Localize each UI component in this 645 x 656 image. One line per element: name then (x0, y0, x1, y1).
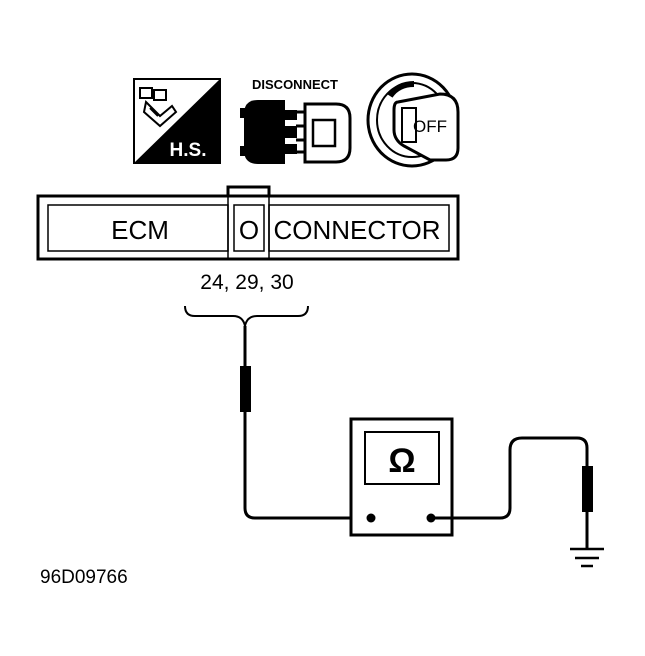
probe-lead-left (240, 326, 370, 520)
ecm-connector (36, 185, 460, 261)
ground-icon (570, 547, 604, 568)
pin-brace (184, 305, 309, 327)
hand-tool-icon: H.S. (133, 78, 221, 164)
ohm-symbol: Ω (388, 442, 415, 480)
figure-id: 96D09766 (40, 567, 128, 588)
disconnect-label: DISCONNECT (252, 77, 338, 92)
probe-lead-right (431, 436, 593, 548)
connector-label: CONNECTOR (273, 215, 440, 245)
hs-label: H.S. (170, 140, 207, 161)
disconnect-icon: DISCONNECT (240, 77, 352, 164)
meter-terminal-left (366, 513, 376, 523)
ignition-off-icon: OFF (366, 72, 460, 168)
ohmmeter (349, 417, 454, 537)
ignition-off-label: OFF (413, 117, 447, 136)
pin-numbers: 24, 29, 30 (200, 271, 293, 294)
ecm-label: ECM (111, 215, 169, 245)
connector-pin-marker: O (239, 215, 259, 245)
